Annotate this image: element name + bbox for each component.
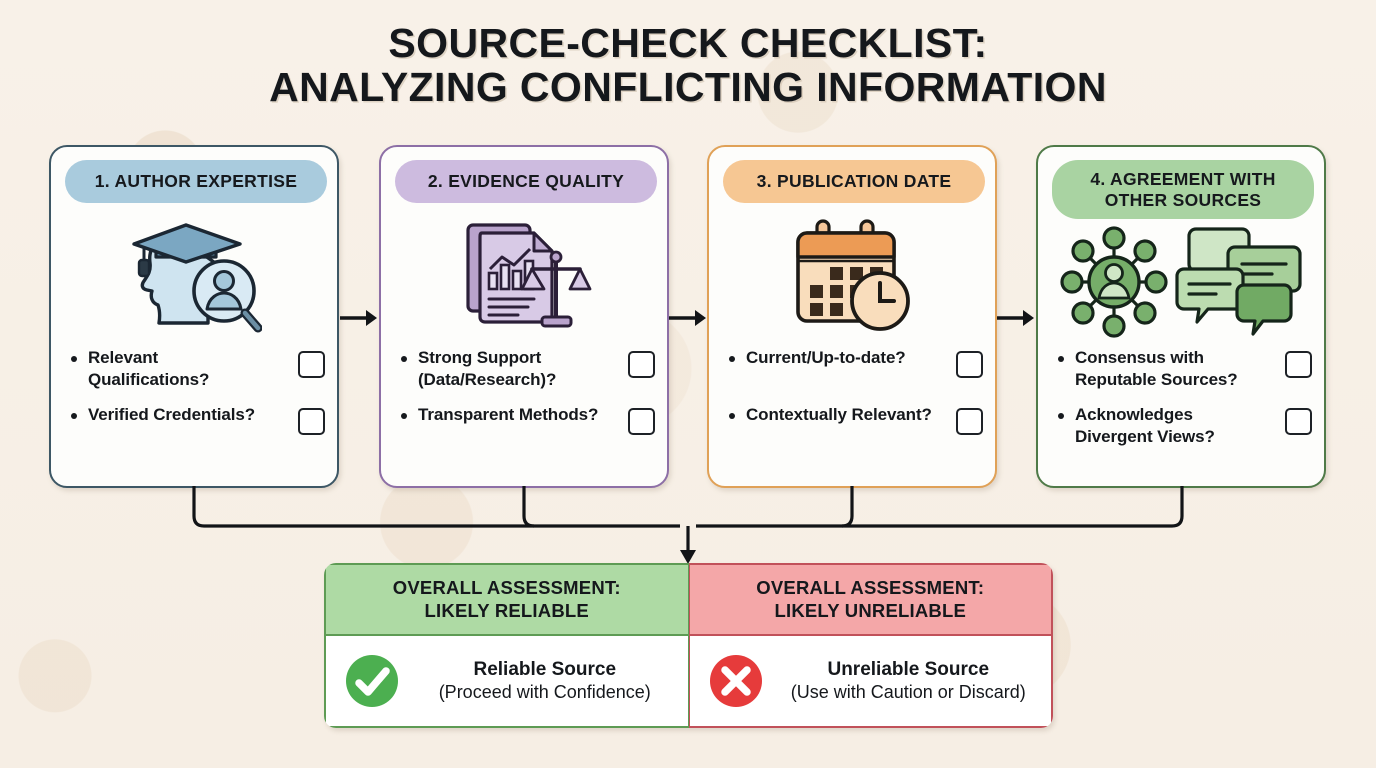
arrow-right-icon <box>997 306 1035 330</box>
checklist-item[interactable]: Consensus with Reputable Sources? <box>1054 347 1312 391</box>
checkbox-relevant-qualifications[interactable] <box>298 351 325 378</box>
bullet-dot-icon <box>401 356 407 362</box>
assessment-column-reliable[interactable]: Overall Assessment: Likely Reliable Reli… <box>324 563 689 728</box>
assessment-result-main: Unreliable Source <box>827 659 990 681</box>
assessment-result-sub: (Proceed with Confidence) <box>438 681 651 702</box>
assessment-body-unreliable: Unreliable Source (Use with Caution or D… <box>690 636 1052 726</box>
assessment-column-unreliable[interactable]: Overall Assessment: Likely Unreliable Un… <box>688 563 1053 728</box>
checklist-item[interactable]: Current/Up-to-date? <box>725 347 983 391</box>
checklist-item-label: Current/Up-to-date? <box>746 348 906 367</box>
page-title-line-1: Source-Check Checklist: <box>388 20 988 66</box>
card-header-evidence-quality: 2. Evidence Quality <box>395 160 657 203</box>
assessment-result-unreliable: Unreliable Source (Use with Caution or D… <box>780 658 1038 703</box>
assessment-heading-line-2: Likely Unreliable <box>774 599 966 621</box>
page-title: Source-Check Checklist: Analyzing Confli… <box>0 20 1376 110</box>
checklist-item[interactable]: Acknowledges Divergent Views? <box>1054 404 1312 448</box>
checkbox-transparent-methods[interactable] <box>628 408 655 435</box>
checkbox-contextually-relevant[interactable] <box>956 408 983 435</box>
page-title-line-2: Analyzing Conflicting Information <box>269 63 1107 110</box>
bullet-dot-icon <box>729 356 735 362</box>
checklist-item-label: Relevant Qualifications? <box>88 348 210 389</box>
criteria-card-evidence-quality[interactable]: 2. Evidence Quality <box>379 145 669 488</box>
checklist-item-label: Contextually Relevant? <box>746 405 932 424</box>
assessment-heading-line-1: Overall Assessment: <box>756 577 985 599</box>
flow-connector-lines <box>160 484 1216 564</box>
network-speech-bubbles-icon <box>1038 219 1328 344</box>
bullet-dot-icon <box>1058 413 1064 419</box>
bullet-dot-icon <box>71 356 77 362</box>
bullet-dot-icon <box>1058 356 1064 362</box>
overall-assessment-panel: Overall Assessment: Likely Reliable Reli… <box>324 563 1053 728</box>
checkbox-acknowledges-divergent-views[interactable] <box>1285 408 1312 435</box>
criteria-card-publication-date[interactable]: 3. Publication Date <box>707 145 997 488</box>
card-header-author-expertise: 1. Author Expertise <box>65 160 327 203</box>
arrow-right-icon <box>669 306 707 330</box>
assessment-heading-unreliable: Overall Assessment: Likely Unreliable <box>689 565 1051 636</box>
bullet-dot-icon <box>401 413 407 419</box>
checklist-item[interactable]: Contextually Relevant? <box>725 404 983 448</box>
criteria-card-agreement-other-sources[interactable]: 4. Agreement with Other Sources <box>1036 145 1326 488</box>
checklist-item[interactable]: Transparent Methods? <box>397 404 655 448</box>
assessment-body-reliable: Reliable Source (Proceed with Confidence… <box>326 636 688 726</box>
arrow-right-icon <box>340 306 378 330</box>
assessment-result-main: Reliable Source <box>473 659 617 681</box>
assessment-result-sub: (Use with Caution or Discard) <box>790 681 1026 702</box>
checklist-item[interactable]: Relevant Qualifications? <box>67 347 325 391</box>
checklist-evidence-quality: Strong Support (Data/Research)? Transpar… <box>397 347 655 461</box>
checklist-item-label: Consensus with Reputable Sources? <box>1075 348 1238 389</box>
assessment-result-reliable: Reliable Source (Proceed with Confidence… <box>416 658 674 703</box>
documents-chart-scales-icon <box>381 213 671 338</box>
assessment-heading-reliable: Overall Assessment: Likely Reliable <box>326 565 688 636</box>
calendar-clock-icon <box>709 213 999 338</box>
checkbox-strong-support[interactable] <box>628 351 655 378</box>
checklist-author-expertise: Relevant Qualifications? Verified Creden… <box>67 347 325 461</box>
bullet-dot-icon <box>729 413 735 419</box>
checklist-item-label: Acknowledges Divergent Views? <box>1075 405 1215 446</box>
graduate-head-magnifier-icon <box>51 213 341 338</box>
bullet-dot-icon <box>71 413 77 419</box>
check-circle-icon <box>344 653 400 709</box>
assessment-heading-line-1: Overall Assessment: <box>392 577 621 599</box>
checklist-agreement-other-sources: Consensus with Reputable Sources? Acknow… <box>1054 347 1312 461</box>
checklist-item[interactable]: Verified Credentials? <box>67 404 325 448</box>
checklist-item-label: Transparent Methods? <box>418 405 599 424</box>
checkbox-current-up-to-date[interactable] <box>956 351 983 378</box>
checklist-item-label: Verified Credentials? <box>88 405 256 424</box>
criteria-card-author-expertise[interactable]: 1. Author Expertise <box>49 145 339 488</box>
checkbox-verified-credentials[interactable] <box>298 408 325 435</box>
checklist-publication-date: Current/Up-to-date? Contextually Relevan… <box>725 347 983 461</box>
card-header-agreement-other-sources: 4. Agreement with Other Sources <box>1052 160 1314 220</box>
checkbox-consensus-reputable-sources[interactable] <box>1285 351 1312 378</box>
checklist-item-label: Strong Support (Data/Research)? <box>418 348 557 389</box>
card-header-publication-date: 3. Publication Date <box>723 160 985 203</box>
checklist-item[interactable]: Strong Support (Data/Research)? <box>397 347 655 391</box>
x-circle-icon <box>708 653 764 709</box>
assessment-heading-line-2: Likely Reliable <box>424 599 589 621</box>
